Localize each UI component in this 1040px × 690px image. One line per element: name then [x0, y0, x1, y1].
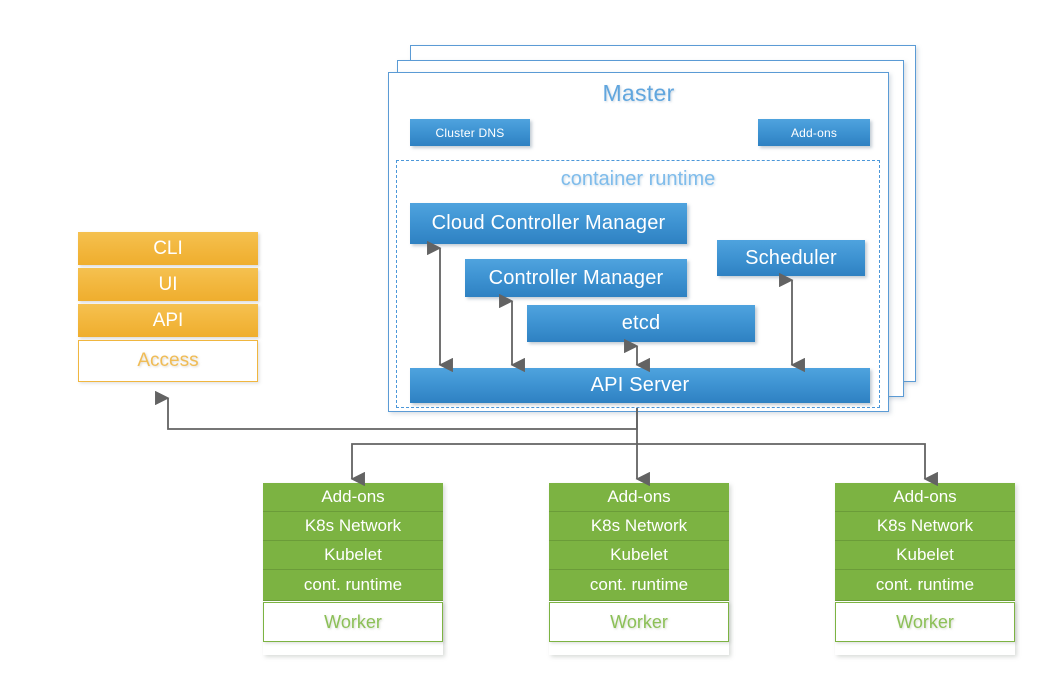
worker-3-row-k8s-network-label: K8s Network [876, 516, 974, 535]
worker-2-row-kubelet[interactable]: Kubelet [549, 541, 729, 570]
controller-manager-box[interactable]: Controller Manager [465, 259, 687, 297]
api-server-label: API Server [590, 374, 690, 396]
access-row-ui-label: UI [158, 273, 178, 295]
worker-2-footer-box: Worker [549, 602, 729, 642]
cloud-controller-manager-label: Cloud Controller Manager [431, 212, 666, 234]
cloud-controller-manager-box[interactable]: Cloud Controller Manager [410, 203, 687, 244]
worker-node-3: Add-ons K8s Network Kubelet cont. runtim… [835, 483, 1015, 655]
access-footer-box: Access [78, 340, 258, 382]
worker-2-footer-label: Worker [610, 611, 668, 632]
worker-3-row-kubelet[interactable]: Kubelet [835, 541, 1015, 570]
access-row-cli[interactable]: CLI [78, 232, 258, 265]
worker-1-row-k8s-network[interactable]: K8s Network [263, 512, 443, 541]
worker-node-2: Add-ons K8s Network Kubelet cont. runtim… [549, 483, 729, 655]
worker-1-row-addons-label: Add-ons [321, 487, 385, 506]
etcd-box[interactable]: etcd [527, 305, 755, 342]
worker-2-row-addons-label: Add-ons [607, 487, 671, 506]
container-runtime-region [396, 160, 880, 408]
worker-2-row-addons[interactable]: Add-ons [549, 483, 729, 512]
worker-1-row-kubelet[interactable]: Kubelet [263, 541, 443, 570]
master-cluster-dns-label: Cluster DNS [435, 125, 505, 140]
worker-3-row-k8s-network[interactable]: K8s Network [835, 512, 1015, 541]
master-addons-box[interactable]: Add-ons [758, 119, 870, 146]
master-cluster-dns-box[interactable]: Cluster DNS [410, 119, 530, 146]
worker-3-row-addons-label: Add-ons [893, 487, 957, 506]
worker-3-footer-label: Worker [896, 611, 954, 632]
worker-node-1: Add-ons K8s Network Kubelet cont. runtim… [263, 483, 443, 655]
scheduler-label: Scheduler [745, 246, 837, 269]
worker-2-row-cont-runtime[interactable]: cont. runtime [549, 570, 729, 601]
access-footer-label: Access [137, 350, 199, 371]
master-addons-label: Add-ons [790, 125, 838, 140]
worker-1-row-addons[interactable]: Add-ons [263, 483, 443, 512]
arrow-bus-to-worker-3 [637, 443, 938, 487]
access-row-api-label: API [152, 309, 184, 331]
worker-3-row-kubelet-label: Kubelet [896, 545, 954, 564]
worker-1-footer-label: Worker [324, 611, 382, 632]
etcd-label: etcd [621, 312, 661, 334]
access-row-ui[interactable]: UI [78, 268, 258, 301]
worker-1-row-k8s-network-label: K8s Network [304, 516, 402, 535]
worker-3-footer-box: Worker [835, 602, 1015, 642]
worker-3-row-addons[interactable]: Add-ons [835, 483, 1015, 512]
scheduler-box[interactable]: Scheduler [717, 240, 865, 276]
worker-1-row-cont-runtime[interactable]: cont. runtime [263, 570, 443, 601]
worker-2-row-k8s-network[interactable]: K8s Network [549, 512, 729, 541]
access-panel: CLI UI API Access [78, 232, 258, 392]
worker-1-row-kubelet-label: Kubelet [324, 545, 382, 564]
arrow-bus-to-worker-1 [350, 443, 637, 487]
access-row-api[interactable]: API [78, 304, 258, 337]
container-runtime-title: container runtime [560, 168, 716, 190]
master-title: Master [602, 80, 675, 106]
api-server-box[interactable]: API Server [410, 368, 870, 403]
worker-1-row-cont-runtime-label: cont. runtime [303, 575, 403, 594]
worker-3-row-cont-runtime-label: cont. runtime [875, 575, 975, 594]
controller-manager-label: Controller Manager [488, 266, 664, 289]
worker-2-row-k8s-network-label: K8s Network [590, 516, 688, 535]
worker-1-footer-box: Worker [263, 602, 443, 642]
worker-3-row-cont-runtime[interactable]: cont. runtime [835, 570, 1015, 601]
worker-2-row-kubelet-label: Kubelet [610, 545, 668, 564]
access-row-cli-label: CLI [153, 237, 183, 259]
worker-2-row-cont-runtime-label: cont. runtime [589, 575, 689, 594]
